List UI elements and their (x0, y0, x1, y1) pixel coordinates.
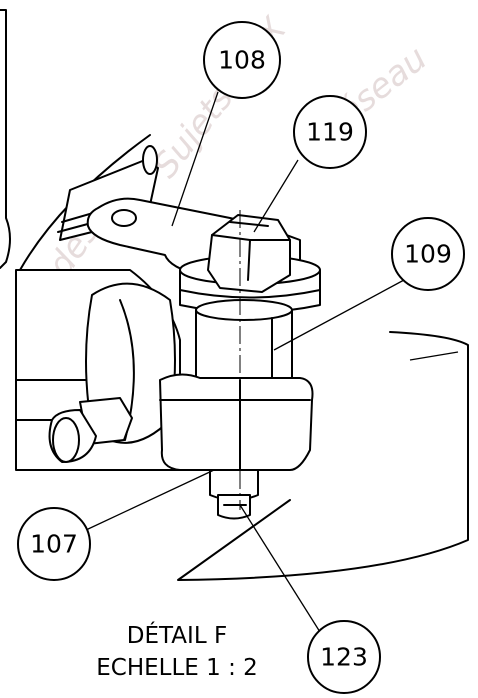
callout-119-label: 119 (306, 118, 354, 147)
callout-108-label: 108 (218, 46, 266, 75)
pin-109 (195, 299, 293, 387)
leader-109 (273, 279, 405, 351)
nut-123 (209, 469, 259, 520)
detail-title: DÉTAIL F (126, 623, 228, 649)
lower-block (159, 373, 314, 471)
callout-108: 108 (203, 21, 281, 99)
detail-caption: DÉTAIL F ECHELLE 1 : 2 (52, 620, 302, 684)
leader-119 (253, 159, 299, 233)
hex-bolt-119 (207, 214, 291, 293)
callout-119: 119 (293, 95, 367, 169)
leader-lines (85, 91, 405, 633)
callout-107: 107 (17, 507, 91, 581)
leader-123 (239, 504, 321, 633)
leader-108 (171, 91, 219, 227)
left-frame-edge (0, 9, 11, 269)
callout-107-label: 107 (30, 530, 78, 559)
leader-107 (85, 469, 215, 531)
callout-109: 109 (391, 217, 465, 291)
detail-scale: ECHELLE 1 : 2 (96, 655, 258, 681)
callout-123-label: 123 (320, 643, 368, 672)
callout-123: 123 (307, 620, 381, 694)
callout-109-label: 109 (404, 240, 452, 269)
grease-fitting (48, 397, 133, 463)
